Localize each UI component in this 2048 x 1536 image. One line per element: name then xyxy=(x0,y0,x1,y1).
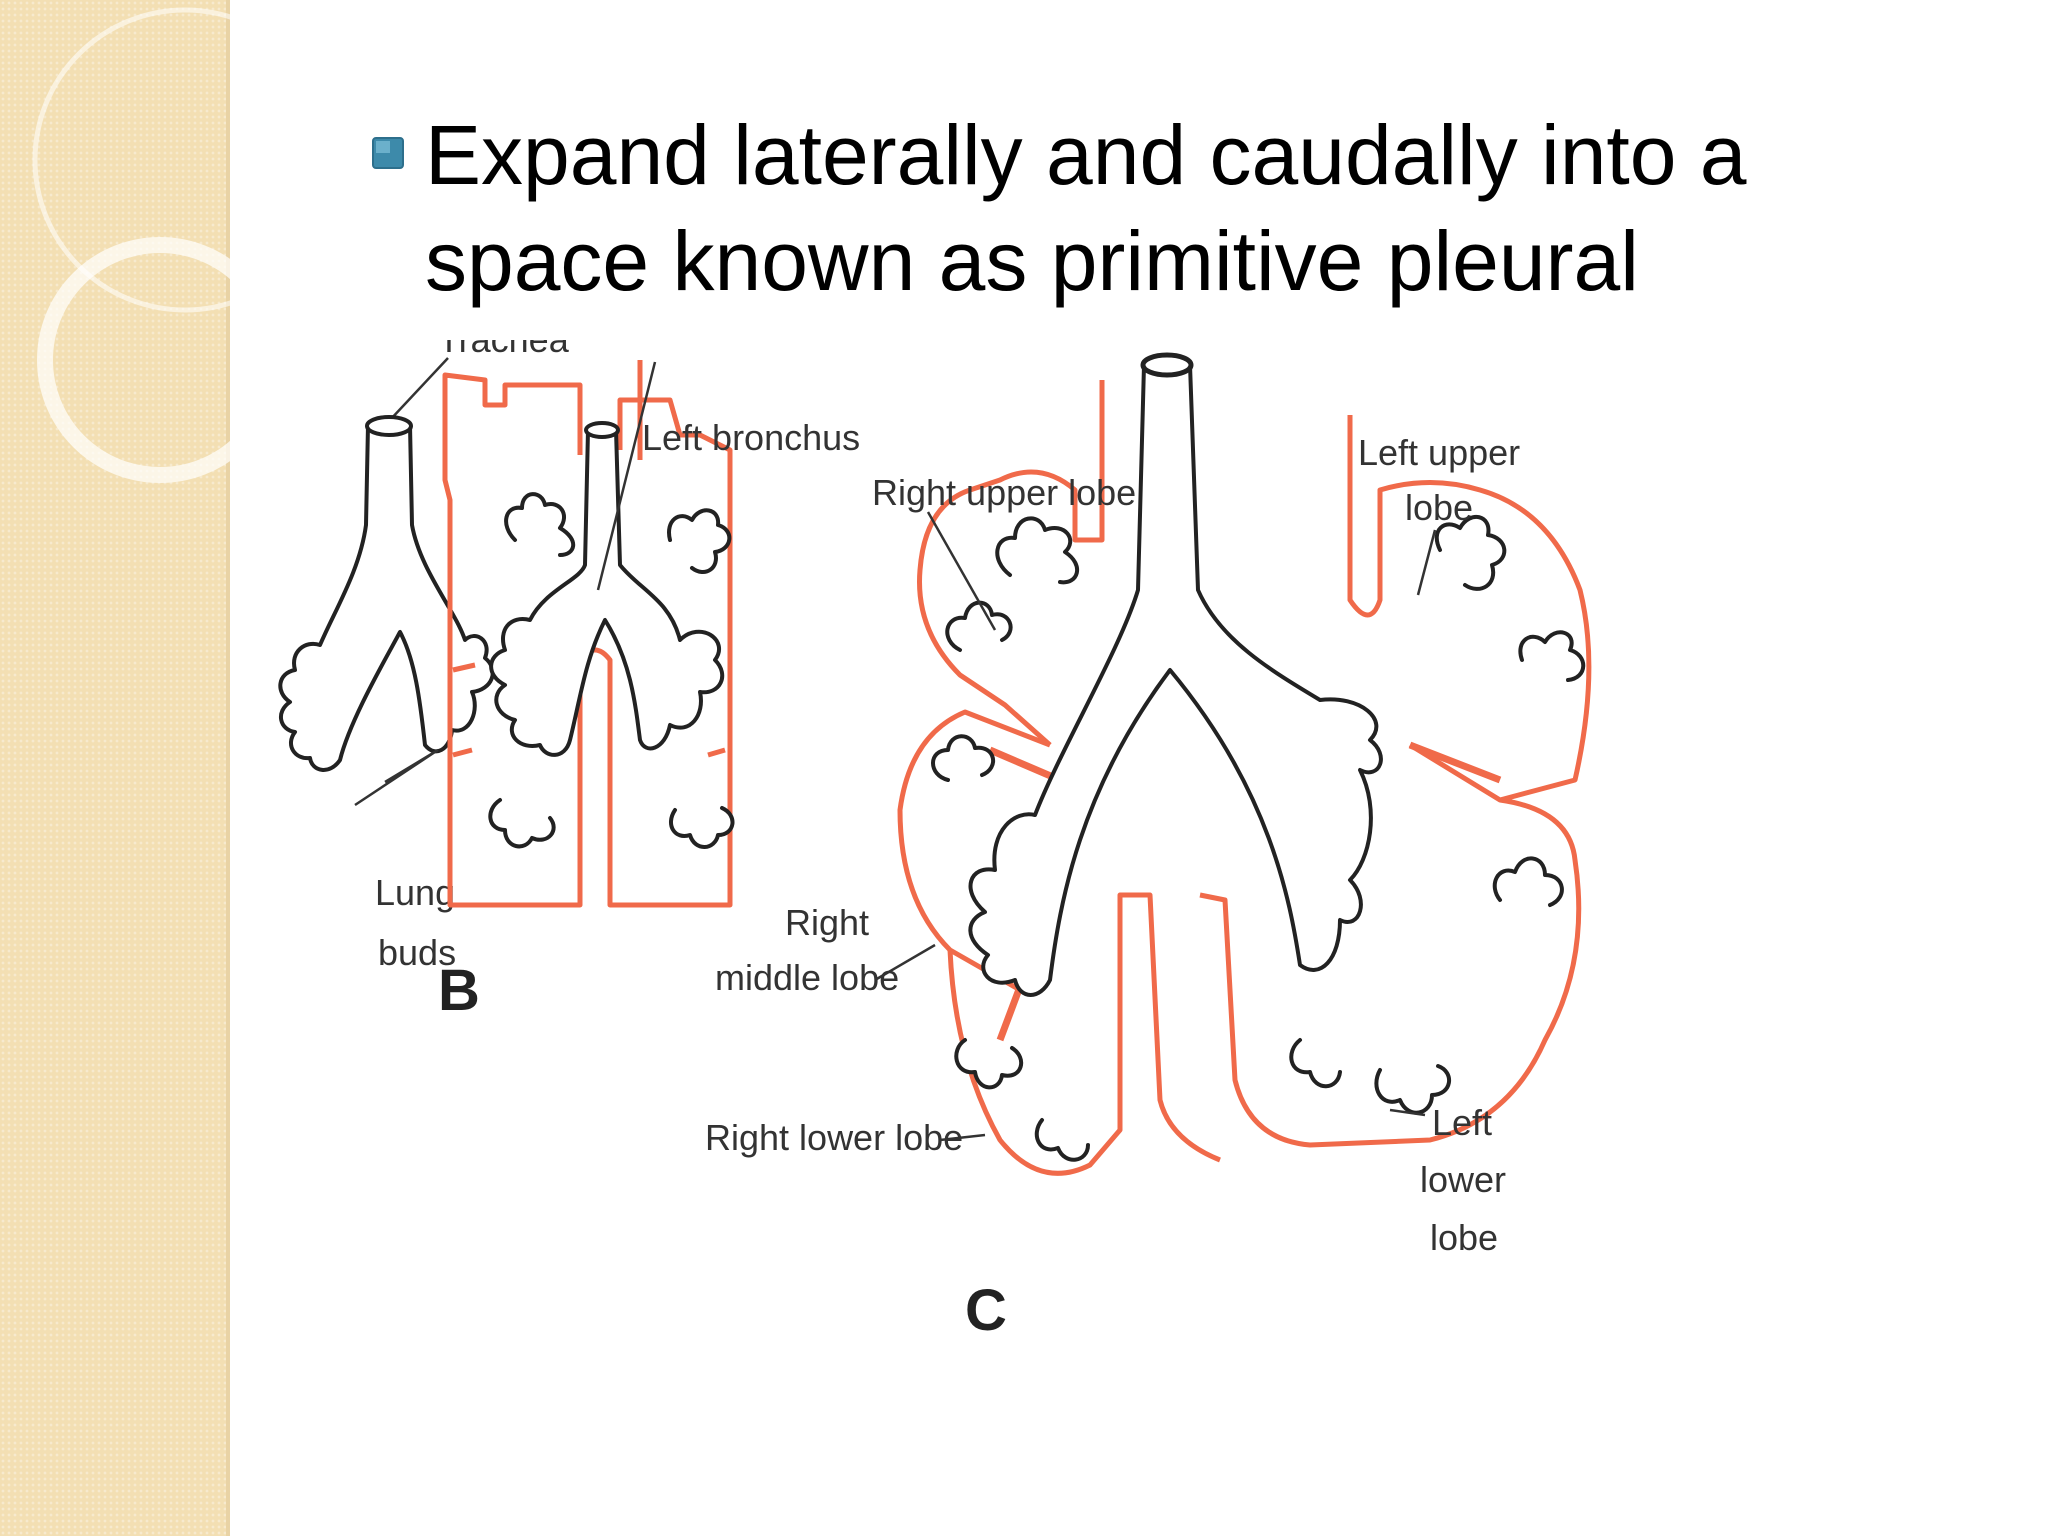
square-bullet-icon xyxy=(372,137,404,169)
sidebar-edge xyxy=(226,0,230,1536)
panel-a: Trachea A Lung buds xyxy=(278,340,570,973)
left-lower-lobe-leader xyxy=(1389,1108,1426,1117)
decorative-ring-large xyxy=(32,7,240,313)
left-upper-lobe-label-2: lobe xyxy=(1405,487,1473,528)
bullet-text: Expand laterally and caudally into a spa… xyxy=(425,102,1985,314)
panel-c: Right upper lobe Left upper lobe Right m… xyxy=(705,352,1592,1343)
left-bronchus-label: Left bronchus xyxy=(642,417,860,458)
lung-bud-airway xyxy=(278,423,495,772)
left-lower-lobe-label-1: Left xyxy=(1432,1102,1492,1143)
left-lower-lobe-label-2: lower xyxy=(1420,1159,1506,1200)
lung-buds-leader xyxy=(354,748,439,807)
right-lower-lobe-label: Right lower lobe xyxy=(705,1117,963,1158)
right-upper-lobe-leader xyxy=(926,511,997,631)
bullet-line-1: Expand laterally and caudally into a xyxy=(425,108,1747,202)
trachea-opening xyxy=(365,415,413,437)
panel-b-branches xyxy=(488,492,735,849)
lung-development-diagram: Trachea A Lung buds Left bronchus B Rig xyxy=(278,340,1592,1343)
right-middle-lobe-outline xyxy=(897,709,1051,993)
trachea-leader xyxy=(389,357,449,421)
right-upper-lobe-label: Right upper lobe xyxy=(872,472,1136,513)
right-middle-lobe-label-1: Right xyxy=(785,902,869,943)
panel-b-bronchial-tree xyxy=(489,428,725,757)
panel-b: Left bronchus B xyxy=(438,360,860,1023)
panel-b-pleura-notches xyxy=(452,360,726,758)
trachea-label-fragment: Trachea xyxy=(438,340,570,360)
bullet-line-2: space known as primitive pleural xyxy=(425,214,1639,308)
left-lower-lobe-outline xyxy=(1199,797,1582,1148)
panel-b-letter: B xyxy=(438,958,480,1023)
panel-c-left-branches xyxy=(1289,515,1586,1115)
lung-buds-label-1: Lung xyxy=(375,872,455,913)
decorative-rings xyxy=(32,7,240,483)
left-bronchus-leader xyxy=(596,361,657,591)
decorative-ring-small xyxy=(37,237,240,483)
panel-b-trachea-opening xyxy=(584,421,620,439)
right-middle-lobe-label-2: middle lobe xyxy=(715,957,899,998)
panel-c-letter: C xyxy=(965,1278,1007,1343)
right-upper-lobe-outline xyxy=(917,380,1105,747)
right-middle-lobe-leader xyxy=(874,943,936,982)
panel-c-right-branches xyxy=(931,516,1090,1162)
panel-c-trachea-opening xyxy=(1140,352,1194,378)
left-upper-lobe-leader xyxy=(1416,529,1437,596)
left-upper-lobe-outline xyxy=(1347,415,1592,803)
lung-buds-label-2: buds xyxy=(378,932,456,973)
left-upper-lobe-label-1: Left upper xyxy=(1358,432,1520,473)
left-lower-lobe-label-3: lobe xyxy=(1430,1217,1498,1258)
panel-c-bronchial-tree xyxy=(968,363,1383,997)
right-lower-lobe-leader xyxy=(939,1133,986,1142)
